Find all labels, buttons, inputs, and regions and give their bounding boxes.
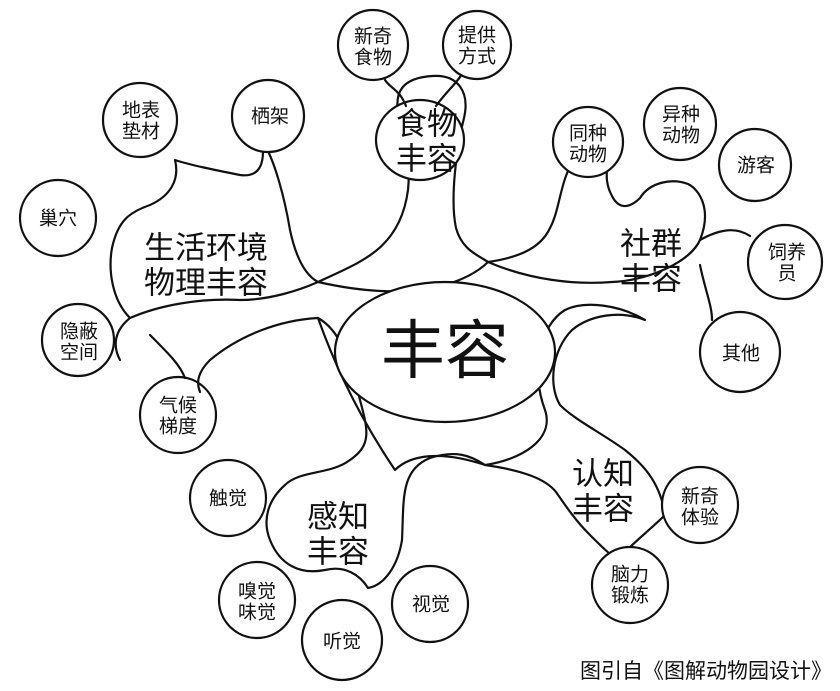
leaf-others: 其他 xyxy=(721,342,761,365)
center-blob xyxy=(333,280,557,424)
leaf-climate-gradient: 气候 梯度 xyxy=(158,394,198,437)
brain-training-bubble xyxy=(590,545,670,625)
sensory-branch-shape xyxy=(265,316,487,590)
other-species-bubble xyxy=(642,86,718,162)
food-branch-label: 食物 丰容 xyxy=(396,106,458,177)
visitors-bubble xyxy=(717,127,793,203)
leaf-hidden-space: 隐蔽 空间 xyxy=(59,320,99,363)
leaf-nest: 巢穴 xyxy=(38,207,78,230)
same-species-bubble xyxy=(551,105,625,179)
hearing-bubble xyxy=(300,598,384,682)
nest-bubble xyxy=(18,178,98,258)
center-label: 丰容 xyxy=(381,315,509,389)
leaf-other-species: 异种 动物 xyxy=(661,103,701,146)
smell-taste-bubble xyxy=(217,560,297,640)
leaf-keepers: 饲养员 xyxy=(767,241,806,284)
climate-gradient-bubble xyxy=(138,375,218,455)
leaf-touch: 触觉 xyxy=(208,487,248,510)
leaf-smell-taste: 嗅觉 味觉 xyxy=(237,580,277,623)
leaf-perch: 栖架 xyxy=(250,105,290,128)
leaf-same-species: 同种 动物 xyxy=(568,122,608,165)
perch-bubble xyxy=(230,78,306,154)
touch-bubble xyxy=(188,458,268,538)
feeding-method-bubble xyxy=(441,9,513,81)
leaf-sight: 视觉 xyxy=(411,593,451,616)
social-branch-label: 社群 丰容 xyxy=(620,226,682,297)
others-bubble xyxy=(698,310,782,394)
source-credit: 图引自《图解动物园设计》 xyxy=(580,659,832,683)
keepers-bubble xyxy=(746,223,824,301)
leaf-novel-food: 新奇 食物 xyxy=(353,25,393,68)
habitat-branch-label: 生活环境 物理丰容 xyxy=(144,230,268,301)
leaf-hearing: 听觉 xyxy=(322,630,362,653)
novel-food-bubble xyxy=(336,8,410,82)
leaf-visitors: 游客 xyxy=(736,154,776,177)
cognitive-branch-label: 认知 丰容 xyxy=(572,456,634,527)
ground-substrate-bubble xyxy=(101,81,179,159)
hidden-space-bubble xyxy=(40,302,116,378)
sight-bubble xyxy=(390,564,470,644)
sensory-branch-label: 感知 丰容 xyxy=(307,499,369,570)
leaf-ground-substrate: 地表 垫材 xyxy=(121,99,161,142)
social-branch-shape xyxy=(486,147,706,284)
leaf-feeding-method: 提供 方式 xyxy=(457,24,497,67)
habitat-branch-shape xyxy=(109,138,320,320)
novel-experience-bubble xyxy=(660,465,740,545)
leaf-brain-training: 脑力 锻炼 xyxy=(610,563,650,606)
leaf-novel-experience: 新奇 体验 xyxy=(680,485,720,528)
